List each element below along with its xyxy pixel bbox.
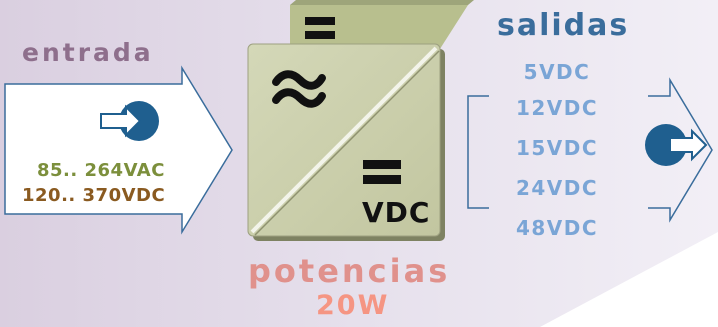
input-range-ac: 85.. 264VAC	[37, 160, 165, 181]
converter-back-top	[290, 0, 474, 5]
input-range-dc: 120.. 370VDC	[22, 185, 166, 206]
output-arrow	[648, 77, 713, 223]
input-arrow	[4, 65, 233, 235]
outputs-title: salidas	[497, 8, 630, 43]
power-value: 20W	[316, 290, 390, 321]
converter-diagonal-shadow	[254, 50, 440, 236]
dc-equals-icon-top-2	[305, 31, 335, 39]
converter-diagonal	[250, 46, 438, 234]
power-title: potencias	[248, 252, 451, 290]
output-voltage-5: 5VDC	[523, 60, 591, 84]
converter-output-label: VDC	[362, 196, 431, 229]
input-title: entrada	[22, 38, 154, 67]
ac-tilde-icon	[272, 70, 326, 108]
output-bracket	[467, 95, 489, 209]
input-connector-icon	[100, 101, 159, 141]
output-voltage-15: 15VDC	[515, 136, 599, 160]
dc-equals-icon-top-1	[305, 17, 335, 25]
dc-equals-icon-1	[363, 160, 401, 169]
output-voltage-24: 24VDC	[515, 176, 599, 200]
output-voltage-12: 12VDC	[515, 96, 599, 120]
white-corner-shape	[540, 232, 718, 327]
dc-equals-icon-2	[363, 175, 401, 184]
converter-back-box	[290, 5, 468, 52]
output-voltage-48: 48VDC	[515, 216, 599, 240]
output-connector-icon	[645, 124, 708, 166]
